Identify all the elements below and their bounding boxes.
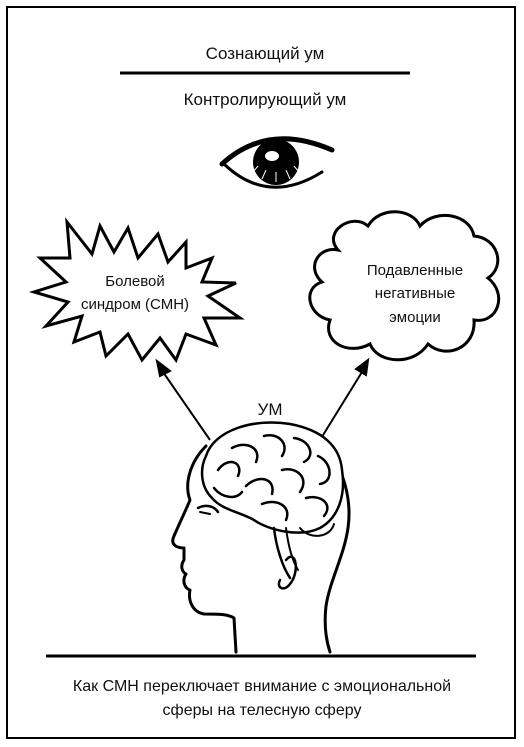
controlling-mind-label: Контролирующий ум xyxy=(183,90,347,109)
cloud-icon xyxy=(308,210,501,362)
brain-icon xyxy=(200,421,345,580)
starburst-icon xyxy=(28,217,245,364)
emotions-label-line2: негативные xyxy=(374,285,456,302)
eye-icon xyxy=(219,136,335,189)
mind-label: УМ xyxy=(257,400,283,419)
pain-label-line2: синдром (СМН) xyxy=(80,296,190,313)
caption-line1: Как СМН переключает внимание с эмоционал… xyxy=(72,678,452,695)
caption-line2: сферы на телесную сферу xyxy=(162,702,362,719)
head-with-brain-icon xyxy=(171,444,351,654)
conscious-mind-label: Сознающий ум xyxy=(205,44,325,63)
emotions-label-line3: эмоции xyxy=(389,309,441,326)
arrow-to-emotions xyxy=(319,357,370,441)
pain-label-line1: Болевой xyxy=(105,273,165,290)
arrow-to-pain xyxy=(155,358,211,441)
figure-frame xyxy=(6,6,516,739)
emotions-label-line1: Подавленные xyxy=(366,262,464,279)
